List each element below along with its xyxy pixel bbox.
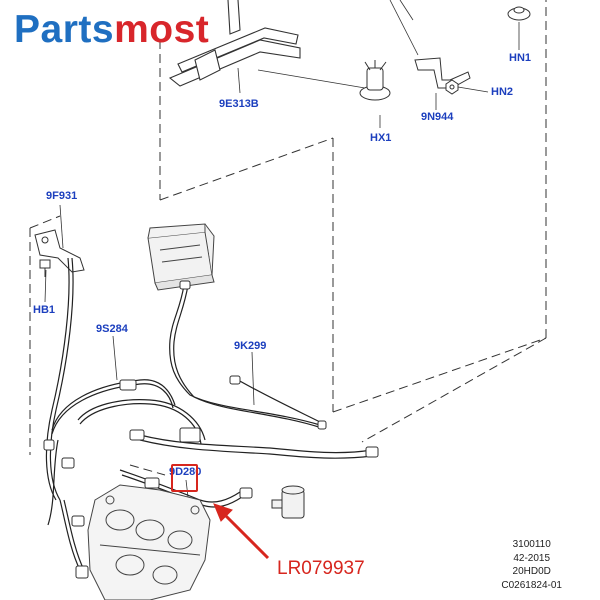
- logo-part1: Parts: [14, 8, 115, 51]
- nut-hn2: [445, 79, 459, 95]
- callout-9k299: 9K299: [234, 340, 267, 352]
- part-number-label: LR079937: [277, 558, 365, 579]
- partsmost-logo: Partsmost: [14, 10, 209, 49]
- clip-hx1: [359, 60, 391, 101]
- callout-hb1: HB1: [33, 304, 56, 316]
- callout-hx1: HX1: [370, 132, 392, 144]
- drawing-info: 3100110 42-2015 20HD0D C0261824-01: [501, 538, 562, 592]
- callout-9n944: 9N944: [421, 111, 454, 123]
- bracket-9n944: [414, 57, 471, 89]
- drawing-info-line2: 42-2015: [513, 552, 551, 564]
- callout-9f931: 9F931: [46, 190, 78, 202]
- red-pointer-arrow: [213, 503, 270, 560]
- dashed-boundary: [29, 0, 547, 476]
- drawing-info-line4: C0261824-01: [501, 579, 562, 591]
- callout-9d280: 9D280: [169, 466, 202, 478]
- grommet-hn1: [507, 6, 531, 21]
- bolt-hb1: [39, 259, 51, 277]
- callout-hn1: HN1: [509, 52, 532, 64]
- callout-9e313b: 9E313B: [219, 98, 259, 110]
- highlight-box: [171, 464, 198, 492]
- callout-9s284: 9S284: [96, 323, 128, 335]
- drawing-info-line1: 3100110: [512, 539, 551, 550]
- leader-lines: [44, 0, 520, 498]
- evap-canister: [147, 223, 215, 291]
- intake-manifold: [87, 484, 211, 600]
- purge-valve: [271, 485, 305, 519]
- drawing-info-line3: 20HD0D: [512, 566, 551, 577]
- line-connectors: [43, 280, 379, 579]
- fuel-lines: [45, 257, 373, 571]
- logo-part2: most: [114, 8, 210, 51]
- bracket-9e313b: [168, 0, 301, 87]
- callout-hn2: HN2: [491, 86, 514, 98]
